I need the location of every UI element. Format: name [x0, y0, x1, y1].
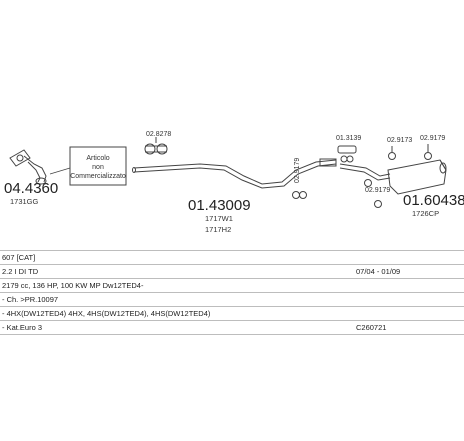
info-row-chassis: - Ch. >PR.10097	[0, 293, 464, 307]
info-row-specs: 2179 cc, 136 HP, 100 KW MP Dw12TED4-	[0, 279, 464, 293]
vehicle-info-table: 607 [CAT] 2.2 I DI TD 07/04 - 01/09 2179…	[0, 250, 464, 335]
info-row-model: 607 [CAT]	[0, 251, 464, 265]
info-engine: 2.2 I DI TD	[2, 267, 39, 276]
rubber-mount-rear-4-drawing	[374, 200, 382, 208]
front-pipe-drawing	[9, 149, 47, 185]
note-line-2: non	[92, 164, 104, 171]
rubber-mount-rear-3-part-number: 02.9179	[365, 187, 390, 194]
info-row-engine: 2.2 I DI TD 07/04 - 01/09	[0, 265, 464, 279]
info-emissions: - Kat.Euro 3	[2, 323, 43, 332]
rear-silencer-oem: 1726CP	[412, 209, 439, 218]
info-production-dates: 07/04 - 01/09	[356, 267, 401, 276]
rubber-mount-rear-1-drawing	[388, 146, 396, 160]
rubber-mount-middle-part-number: 02.9179	[294, 158, 301, 183]
rear-clamp-drawing	[337, 145, 357, 163]
rubber-mount-rear-2-drawing	[424, 144, 432, 160]
info-chassis: - Ch. >PR.10097	[2, 295, 59, 304]
middle-pipe-drawing	[132, 158, 337, 189]
rear-silencer-drawing	[339, 159, 447, 195]
rubber-mount-middle-drawing	[292, 191, 307, 199]
rear-silencer-part-number: 01.60438	[403, 192, 464, 209]
info-specs: 2179 cc, 136 HP, 100 KW MP Dw12TED4-	[2, 281, 144, 290]
rubber-mount-rear-1-part-number: 02.9173	[387, 137, 412, 144]
info-row-emissions: - Kat.Euro 3 C260721	[0, 321, 464, 335]
rubber-mount-rear-2-part-number: 02.9179	[420, 135, 445, 142]
clamp-part-number: 02.8278	[146, 131, 171, 138]
info-reference-code: C260721	[356, 323, 387, 332]
note-line-1: Articolo	[86, 155, 109, 162]
middle-pipe-oem-2: 1717H2	[205, 225, 231, 234]
info-row-engine-codes: - 4HX(DW12TED4) 4HX, 4HS(DW12TED4), 4HS(…	[0, 307, 464, 321]
front-pipe-oem: 1731GG	[10, 197, 39, 206]
rear-clamp-part-number: 01.3139	[336, 135, 361, 142]
clamp-drawing	[144, 137, 168, 155]
exhaust-diagram: 04.4360 1731GG Articolo non Commercializ…	[4, 131, 464, 234]
middle-pipe-part-number: 01.43009	[188, 197, 251, 214]
info-engine-codes: - 4HX(DW12TED4) 4HX, 4HS(DW12TED4), 4HS(…	[2, 309, 211, 318]
rubber-mount-rear-3-drawing	[364, 179, 372, 187]
front-pipe-part-number: 04.4360	[4, 180, 58, 197]
note-line-3: Commercializzato	[70, 173, 126, 180]
middle-pipe-oem-1: 1717W1	[205, 214, 233, 223]
info-model: 607 [CAT]	[2, 253, 36, 262]
not-commercialized-note: Articolo non Commercializzato	[49, 146, 127, 186]
